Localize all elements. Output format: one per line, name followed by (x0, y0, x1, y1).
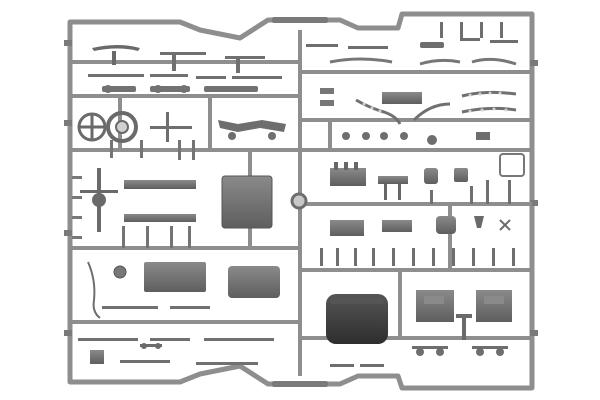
flat-bar-lower (124, 214, 196, 222)
small-clips-row (342, 132, 490, 145)
seat-cushion (326, 294, 388, 344)
side-stubs-left (72, 176, 82, 239)
fender-right (476, 290, 512, 322)
rounded-box-part (436, 216, 456, 234)
lever-parts-right (430, 180, 511, 204)
fender-left (416, 290, 454, 322)
engine-block (330, 162, 366, 186)
small-square-part (90, 350, 104, 364)
linkage-parts (150, 112, 286, 142)
post-part (456, 314, 472, 340)
shaft-part (80, 168, 118, 232)
thin-rods-lower (78, 306, 274, 365)
spring-dots (362, 91, 508, 113)
radiator-part (330, 220, 364, 236)
axle-part (140, 343, 162, 349)
vertical-pins-mid (122, 226, 191, 248)
round-gate (290, 192, 308, 210)
seat-base-right (228, 266, 280, 298)
flat-bar-upper (124, 180, 196, 189)
plate-part (382, 220, 412, 232)
cylinder-parts (424, 168, 468, 184)
top-right-rods (306, 22, 518, 49)
curved-strap-parts (329, 57, 517, 66)
runners (70, 30, 532, 376)
blank-tag (499, 153, 525, 177)
x-mark-part (499, 219, 511, 231)
wheel-part-left (77, 112, 107, 142)
outer-frame (67, 11, 535, 391)
small-cone-part (474, 216, 484, 228)
knob-part (113, 265, 127, 279)
pin-row-right (320, 248, 515, 266)
bow-part (92, 45, 140, 65)
small-parts-row2 (102, 85, 258, 93)
vertical-pins-left (110, 140, 195, 160)
seat-base-left (144, 262, 206, 292)
bracket-parts-row1 (88, 52, 282, 79)
square-panel (221, 175, 273, 229)
bottom-right-clips (330, 346, 508, 367)
frame-tabs (64, 17, 538, 387)
right-block-row2 (320, 88, 422, 106)
manifold-part (378, 176, 408, 200)
bent-wire-part (87, 261, 101, 319)
wheel-part-right (106, 111, 138, 143)
